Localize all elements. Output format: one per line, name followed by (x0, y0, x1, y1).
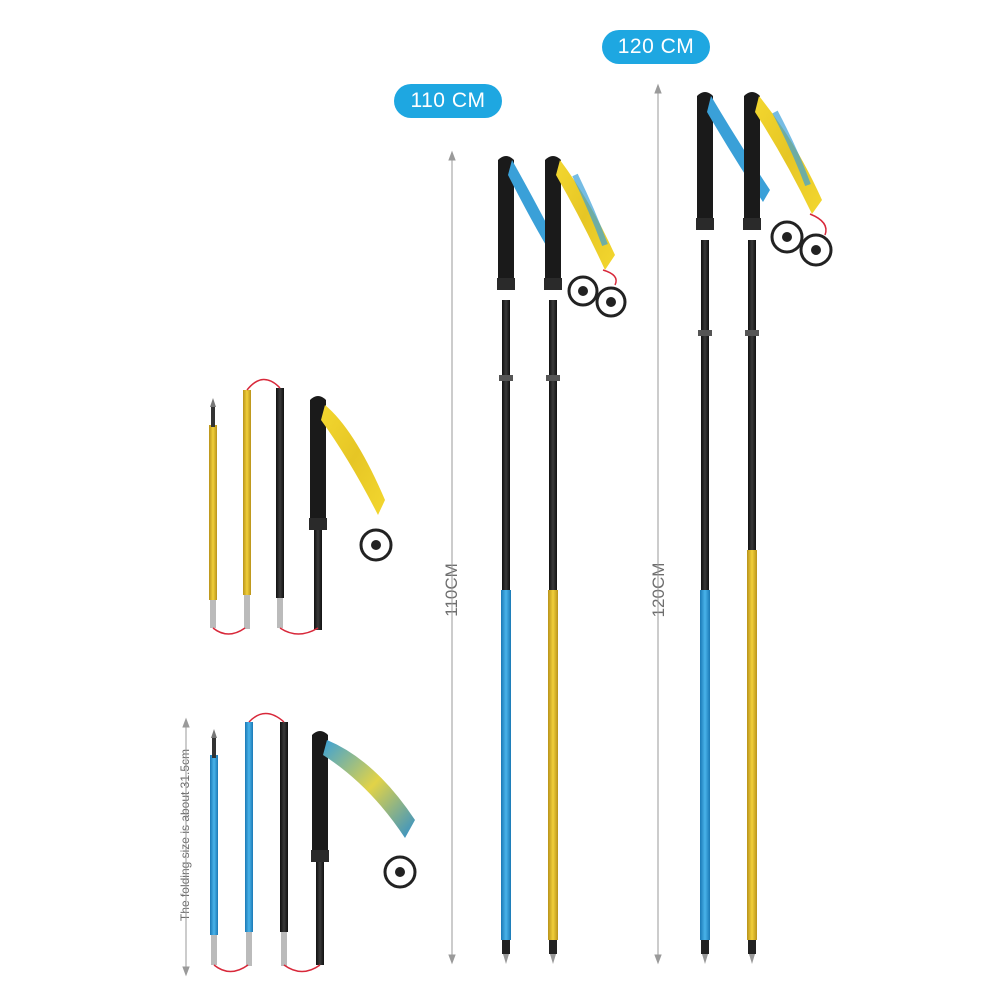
folded-set-gold (209, 378, 393, 635)
folded-set-blue (210, 712, 417, 973)
measure-arrow-folded (182, 717, 190, 977)
measure-arrow-110 (448, 150, 456, 965)
pole-110-gold (544, 156, 615, 964)
badge-110cm: 110 CM (394, 84, 502, 118)
badge-120cm: 120 CM (602, 30, 710, 64)
baskets-110 (567, 269, 627, 318)
measure-arrow-120 (654, 83, 662, 965)
baskets-120 (770, 213, 833, 267)
pole-120-gold (743, 92, 822, 964)
